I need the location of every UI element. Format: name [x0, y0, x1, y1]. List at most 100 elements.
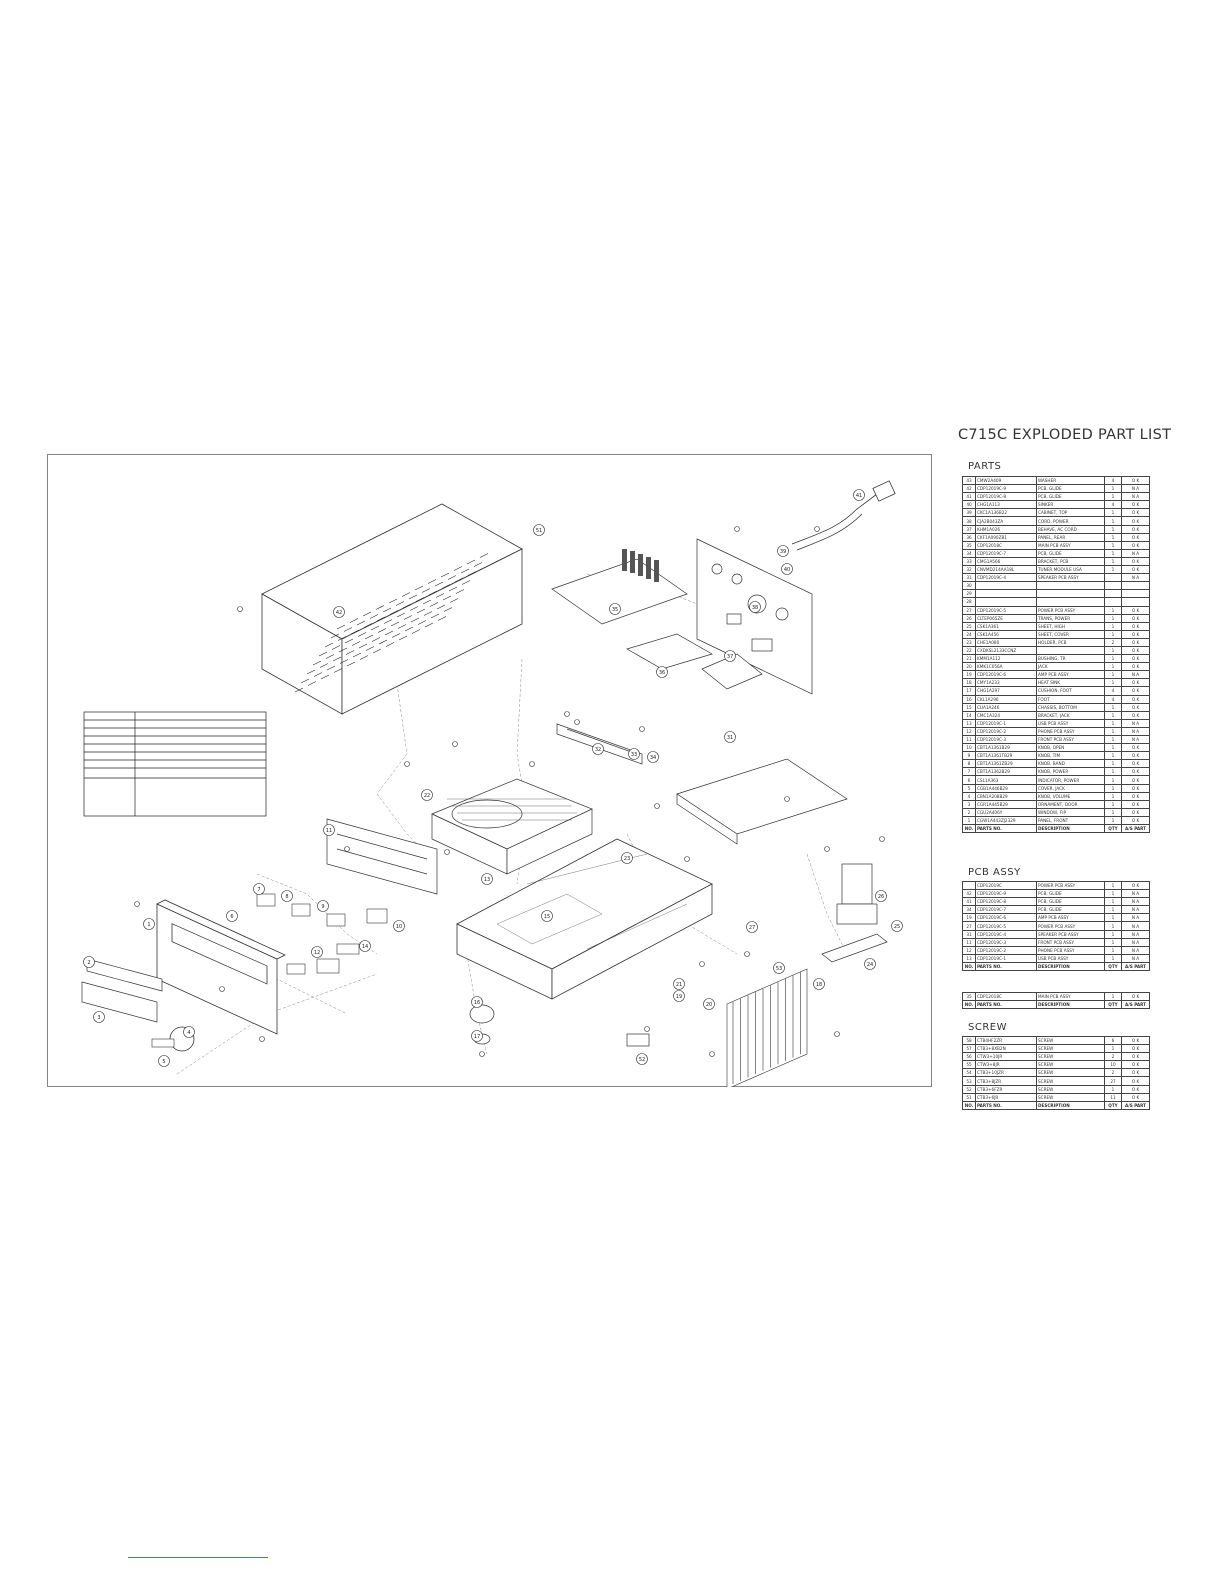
table-cell: O K — [1121, 637, 1150, 647]
table-cell: CMG1A566 — [975, 556, 1037, 567]
table-cell: 1 — [1104, 759, 1122, 769]
callout-marker: 51 — [533, 524, 545, 536]
table-cell: 1 — [1104, 565, 1122, 575]
screw-icon — [734, 526, 740, 532]
table-cell: O K — [1121, 629, 1150, 639]
table-cell: TRANS, POWER — [1036, 613, 1105, 623]
table-cell: 1 — [1104, 621, 1122, 631]
table-cell: O K — [1121, 702, 1150, 712]
callout-marker: 22 — [421, 789, 433, 801]
table-cell: 35 — [962, 991, 976, 1002]
table-cell: 10 — [962, 743, 976, 753]
callout-marker: 17 — [471, 1030, 483, 1042]
table-cell: O K — [1121, 621, 1150, 631]
power-cord — [791, 480, 896, 551]
table-cell: KNOB, TIM — [1036, 751, 1105, 761]
table-cell: PHONE PCB ASSY — [1036, 945, 1105, 955]
callout-number: 39 — [780, 549, 786, 555]
callout-number: 35 — [612, 607, 618, 613]
callout-number: 19 — [676, 994, 682, 1000]
callout-marker: 36 — [656, 666, 668, 678]
table-cell — [1121, 589, 1150, 599]
table-cell: 6 — [962, 775, 976, 785]
footer-link-underline — [128, 1557, 268, 1558]
table-cell: 24 — [962, 629, 976, 639]
table-cell: SCREW — [1036, 1068, 1105, 1078]
table-cell: CSL1A363 — [975, 775, 1037, 785]
table-cell: PHONE PCB ASSY — [1036, 726, 1105, 737]
table-cell: CBT1A1361ZB29 — [975, 759, 1037, 769]
table-cell: QTY — [1104, 961, 1122, 972]
table-cell: NO. — [962, 824, 976, 834]
table-cell: O K — [1121, 710, 1150, 720]
table-cell: CDP12019C-2 — [975, 726, 1037, 737]
table-cell: CDP12019C-2 — [975, 945, 1037, 955]
table-cell: SCREW — [1036, 1052, 1105, 1062]
table-cell: 1 — [1104, 937, 1122, 947]
table-cell: QTY — [1104, 1000, 1122, 1010]
callout-marker: 25 — [891, 920, 903, 932]
table-cell: 2 — [962, 807, 976, 817]
table-cell: CTB3+8JZR — [975, 1076, 1037, 1086]
table-cell: DESCRIPTION — [1036, 961, 1105, 972]
callout-number: 15 — [544, 914, 550, 920]
cd-mechanism — [431, 778, 593, 875]
table-cell: 27 — [962, 605, 976, 615]
table-cell: O K — [1121, 678, 1150, 688]
callout-marker: 31 — [724, 731, 736, 743]
table-cell: O K — [1121, 791, 1150, 801]
table-cell: TUNER MODULE USA — [1036, 565, 1105, 575]
table-cell: 8 — [962, 759, 976, 769]
table-cell: CDP12019C-7 — [975, 905, 1037, 915]
callout-marker: 40 — [781, 563, 793, 575]
table-cell: O K — [1121, 540, 1150, 550]
callout-marker: 11 — [323, 824, 335, 836]
callout-number: 25 — [894, 924, 900, 930]
table-cell: SPEAKER PCB ASSY — [1036, 929, 1105, 939]
table-cell: N A — [1121, 945, 1150, 955]
table-cell: SCREW — [1036, 1044, 1105, 1054]
table-cell: 1 — [1104, 905, 1122, 915]
table-cell: 31 — [962, 573, 976, 583]
table-cell: 34 — [962, 548, 976, 558]
table-cell: 12 — [962, 726, 976, 737]
table-cell: O K — [1121, 565, 1150, 575]
callout-number: 21 — [676, 982, 682, 988]
table-cell: 33 — [962, 556, 976, 567]
table-cell: 1 — [1104, 889, 1122, 899]
heat-sink — [726, 968, 808, 1087]
table-cell: 21 — [962, 654, 976, 664]
table-cell: 29 — [962, 589, 976, 599]
table-cell: N A — [1121, 905, 1150, 915]
transformer — [821, 863, 888, 963]
table-cell: 1 — [1104, 710, 1122, 720]
table-cell: KMM1A112 — [975, 654, 1037, 664]
table-cell: 42 — [962, 484, 976, 494]
table-cell: PCB, GLIDE — [1036, 889, 1105, 899]
table-cell: 1 — [1104, 524, 1122, 534]
table-cell: 11 — [1104, 1092, 1122, 1102]
table-cell: 1 — [1104, 791, 1122, 801]
table-cell: CHG1A297 — [975, 686, 1037, 696]
table-cell: O K — [1121, 775, 1150, 785]
table-cell: CGR1A445B29 — [975, 799, 1037, 809]
callout-marker: 53 — [773, 962, 785, 974]
table-cell — [975, 589, 1037, 599]
rear-panel — [696, 538, 813, 695]
table-cell: N A — [1121, 921, 1150, 931]
table-cell: HEAT SINK — [1036, 678, 1105, 688]
callout-number: 22 — [424, 793, 430, 799]
callout-marker: 14 — [359, 940, 371, 952]
table-cell: 1 — [1104, 1044, 1122, 1054]
callout-number: 7 — [257, 887, 260, 893]
